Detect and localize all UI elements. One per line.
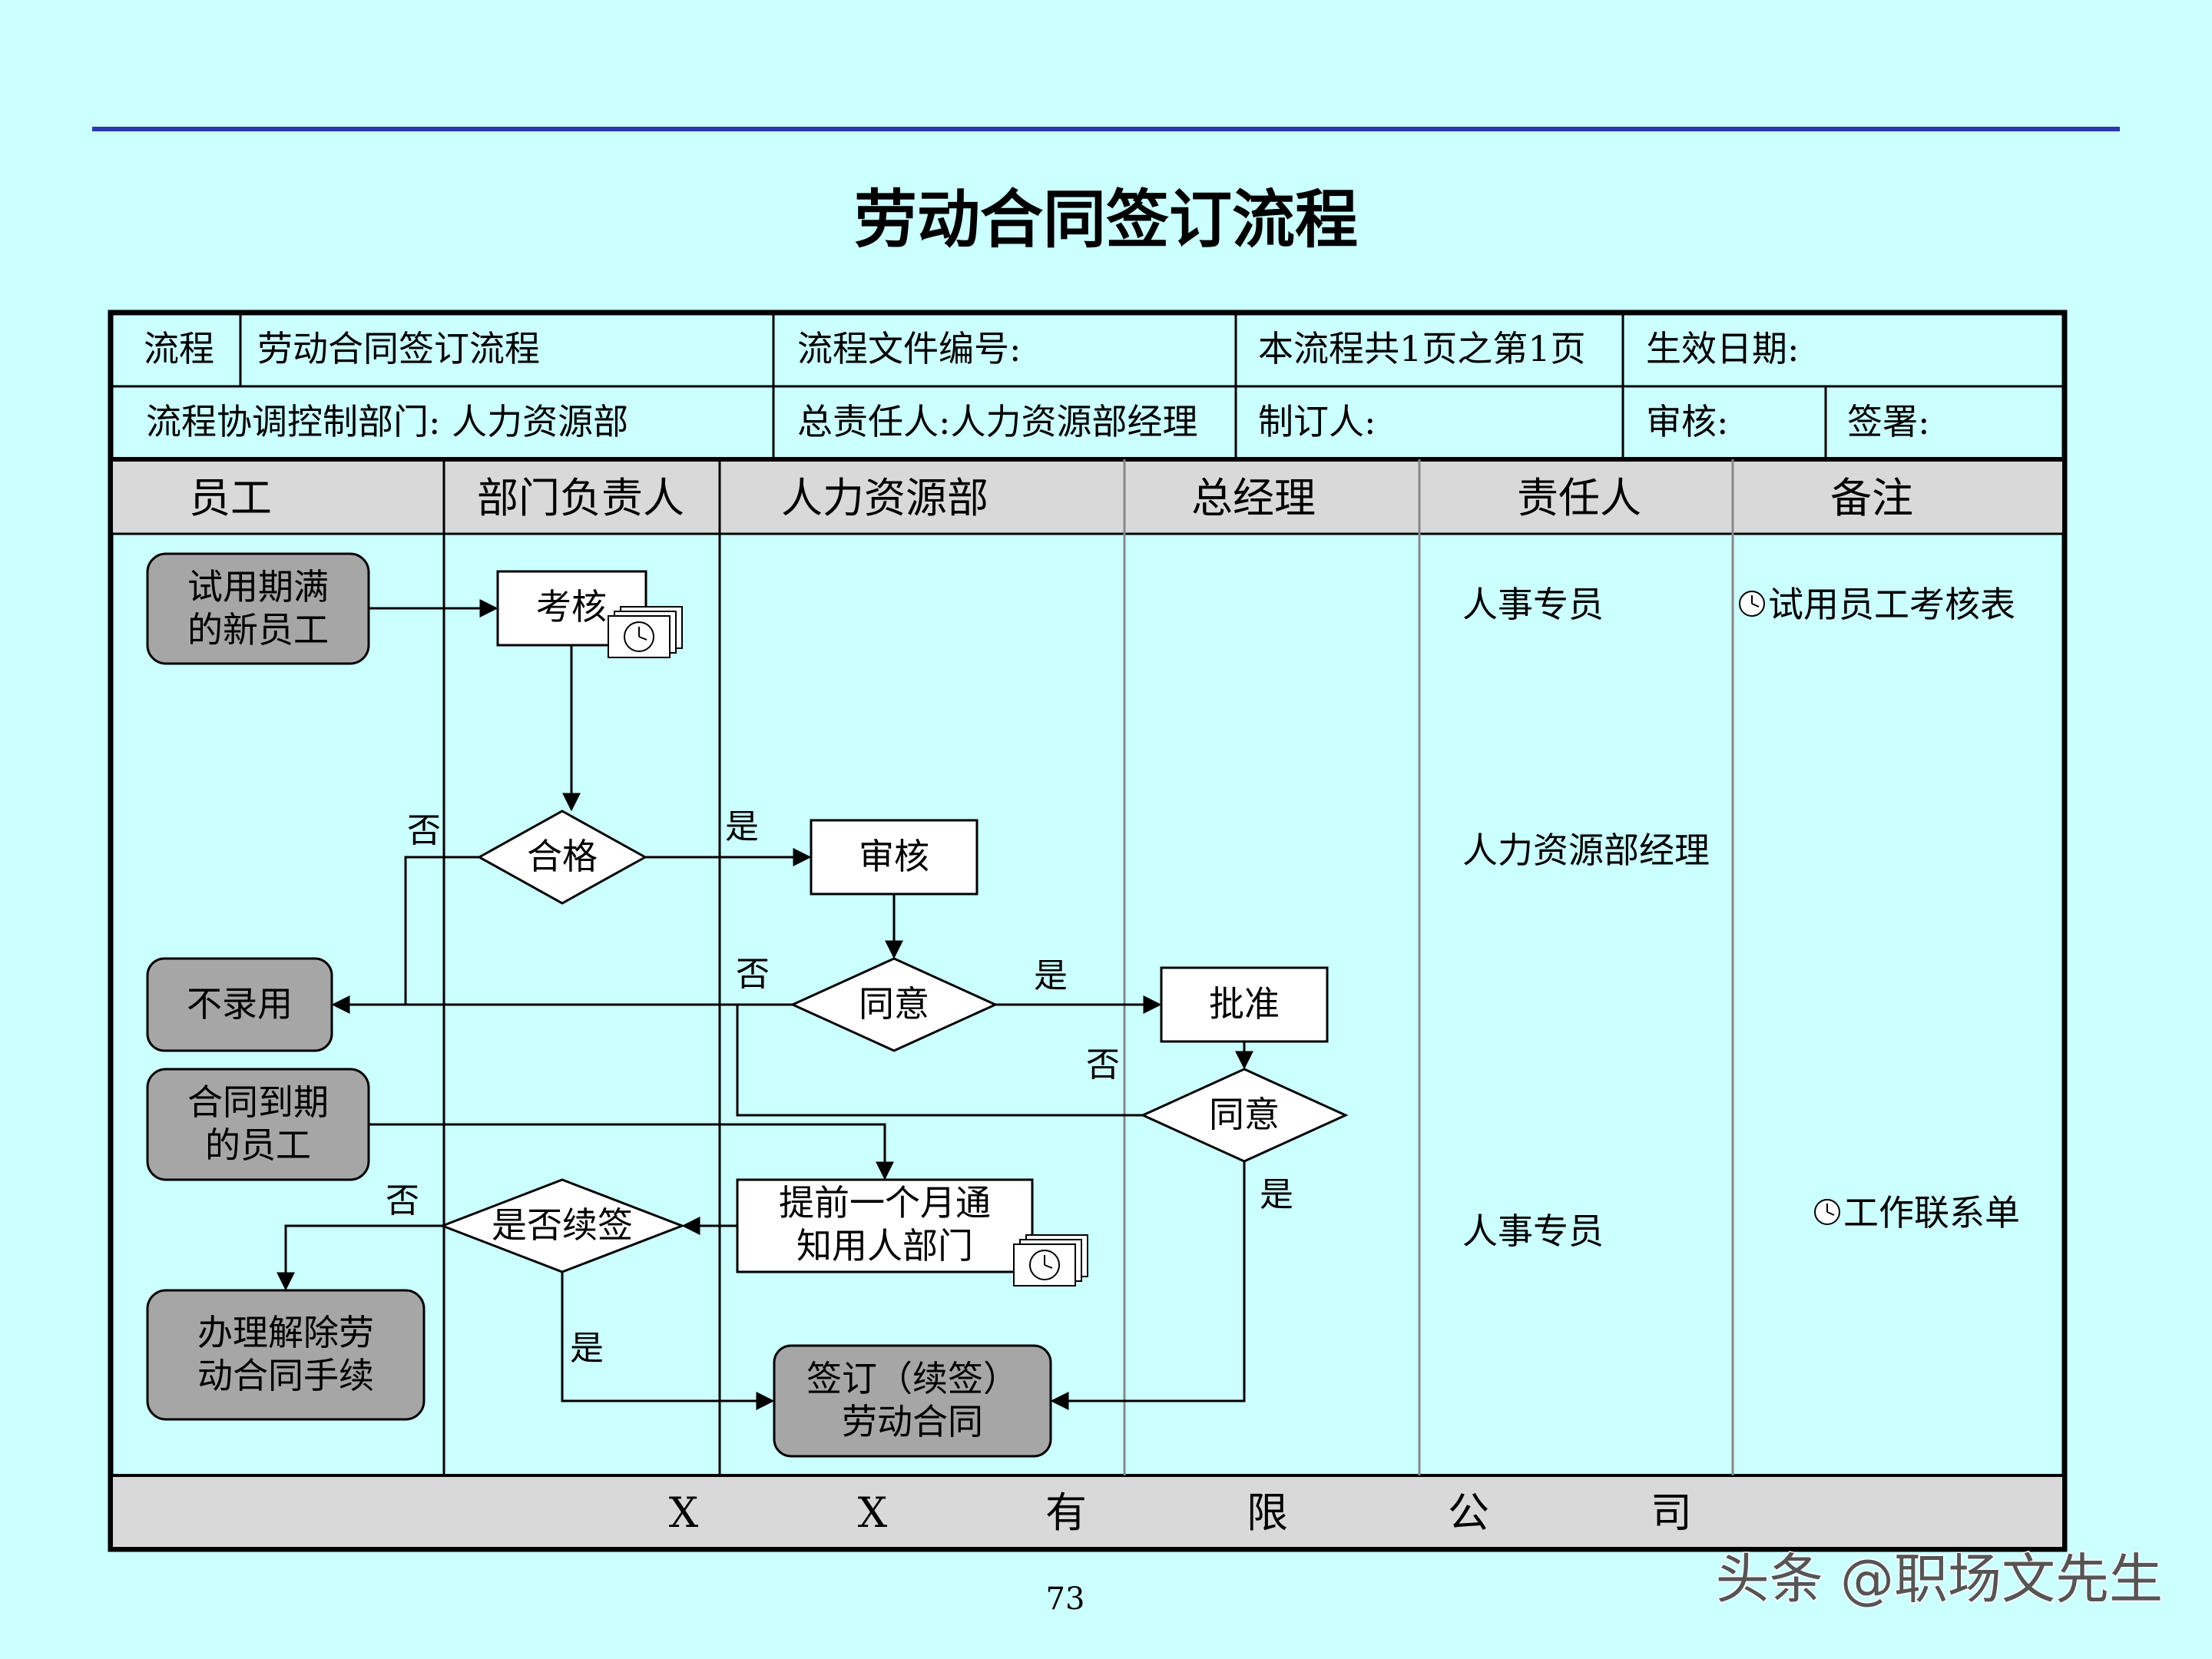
node-terminate: 办理解除劳 动合同手续 — [146, 1289, 426, 1421]
header-owner: 总责任人:人力资源部经理 — [797, 401, 1198, 442]
edge-label-renew-yes: 是 — [570, 1329, 604, 1368]
node-terminate-l1: 办理解除劳 — [197, 1312, 374, 1353]
node-sign-l2: 劳动合同 — [842, 1401, 983, 1442]
lane-responsible: 责任人 — [1517, 474, 1641, 522]
clock-icon — [1814, 1199, 1840, 1225]
note-1: 试用员工考核表 — [1739, 584, 2015, 625]
process-table-frame — [108, 310, 2068, 1552]
footer-char-2: X — [858, 1488, 888, 1537]
edge-label-agree2-no: 否 — [1086, 1045, 1120, 1084]
node-assess: 考核 — [496, 570, 683, 658]
node-agree-hr-label: 同意 — [859, 983, 929, 1025]
node-new-employee-l2: 的新员工 — [187, 609, 329, 651]
flow-edges — [276, 599, 1253, 1410]
lane-dividers — [442, 459, 1734, 1475]
node-expiring: 合同到期 的员工 — [146, 1068, 370, 1181]
footer-char-3: 有 — [1045, 1488, 1087, 1537]
note-1-text: 试用员工考核表 — [1768, 584, 2015, 625]
lane-dept-head: 部门负责人 — [477, 474, 684, 522]
svg-text:劳动合同: 劳动合同 — [842, 1401, 983, 1442]
header-maker: 制订人: — [1258, 401, 1376, 442]
watermark: 头条 @职场文先生 — [1716, 1548, 2163, 1611]
svg-text:签订（续签）: 签订（续签） — [806, 1358, 1018, 1399]
responsible-2: 人力资源部经理 — [1462, 830, 1710, 871]
edge-label-qualified-no: 否 — [407, 811, 441, 850]
header-effective-date: 生效日期: — [1646, 328, 1800, 369]
header-reviewer: 审核: — [1646, 401, 1729, 442]
node-agree-gm: 同意 — [1140, 1068, 1349, 1163]
node-renew: 是否续签 — [439, 1178, 686, 1273]
svg-text:合同到期: 合同到期 — [187, 1081, 329, 1123]
responsible-1: 人事专员 — [1462, 584, 1604, 625]
page-number: 73 — [1046, 1581, 1085, 1617]
node-approve-label: 批准 — [1209, 983, 1280, 1025]
node-notify-l2: 知用人部门 — [796, 1225, 973, 1267]
svg-text:的员工: 的员工 — [205, 1124, 311, 1166]
node-expiring-l1: 合同到期 — [187, 1081, 329, 1123]
node-review-label: 审核 — [859, 836, 929, 877]
header-signer: 签署: — [1847, 401, 1930, 442]
svg-text:办理解除劳: 办理解除劳 — [197, 1312, 374, 1353]
node-sign-l1: 签订（续签） — [806, 1358, 1018, 1399]
header-pages: 本流程共1页之第1页 — [1258, 328, 1586, 369]
lane-gm: 总经理 — [1191, 474, 1316, 522]
footer-band — [113, 1477, 2062, 1547]
svg-text:的新员工: 的新员工 — [187, 609, 329, 651]
node-approve: 批准 — [1160, 966, 1329, 1043]
note-2-text: 工作联系单 — [1843, 1192, 2020, 1233]
responsible-3: 人事专员 — [1462, 1210, 1604, 1252]
edge-label-agree1-yes: 是 — [1034, 956, 1068, 995]
node-sign: 签订（续签） 劳动合同 — [773, 1344, 1052, 1458]
node-renew-label: 是否续签 — [492, 1204, 633, 1246]
clock-icon — [1739, 591, 1765, 617]
edge-label-renew-no: 否 — [386, 1181, 419, 1220]
node-terminate-l2: 动合同手续 — [197, 1355, 374, 1396]
node-new-employee: 试用期满 的新员工 — [146, 552, 370, 665]
header-table — [111, 313, 2065, 1477]
footer-char-4: 限 — [1247, 1488, 1288, 1537]
footer-char-6: 司 — [1651, 1488, 1692, 1537]
svg-text:动合同手续: 动合同手续 — [197, 1355, 374, 1396]
node-agree-hr: 同意 — [790, 957, 998, 1052]
node-reject: 不录用 — [146, 957, 333, 1052]
lane-notes: 备注 — [1830, 474, 1913, 522]
header-process-label: 流程 — [144, 328, 214, 369]
note-2: 工作联系单 — [1814, 1192, 2020, 1233]
node-notify: 提前一个月通 知用人部门 — [736, 1178, 1088, 1286]
node-agree-gm-label: 同意 — [1209, 1094, 1280, 1135]
footer-char-5: 公 — [1448, 1488, 1489, 1537]
page-title: 劳动合同签订流程 — [854, 183, 1358, 257]
edge-label-agree1-no: 否 — [736, 955, 770, 994]
node-new-employee-l1: 试用期满 — [187, 566, 329, 608]
edge-label-agree2-yes: 是 — [1260, 1175, 1293, 1214]
node-notify-l1: 提前一个月通 — [779, 1182, 991, 1224]
header-process-name: 劳动合同签订流程 — [257, 328, 540, 369]
node-review: 审核 — [810, 819, 979, 896]
node-assess-label: 考核 — [536, 586, 607, 628]
svg-text:知用人部门: 知用人部门 — [796, 1225, 973, 1267]
document-stack-icon — [608, 606, 683, 658]
header-dept: 流程协调控制部门: 人力资源部 — [146, 401, 628, 442]
node-qualified-label: 合格 — [527, 836, 598, 877]
lane-employee: 员工 — [189, 474, 272, 522]
header-file-no: 流程文件编号: — [797, 328, 1022, 369]
edge-label-qualified-yes: 是 — [725, 807, 759, 846]
svg-text:提前一个月通: 提前一个月通 — [779, 1182, 991, 1224]
node-qualified: 合格 — [476, 810, 648, 905]
node-reject-label: 不录用 — [187, 983, 293, 1025]
document-stack-icon — [1013, 1234, 1088, 1286]
svg-text:试用期满: 试用期满 — [187, 566, 329, 608]
node-expiring-l2: 的员工 — [205, 1124, 311, 1166]
lane-header-band — [113, 462, 2062, 532]
lane-hr: 人力资源部 — [781, 474, 988, 522]
footer-char-1: X — [669, 1488, 699, 1537]
